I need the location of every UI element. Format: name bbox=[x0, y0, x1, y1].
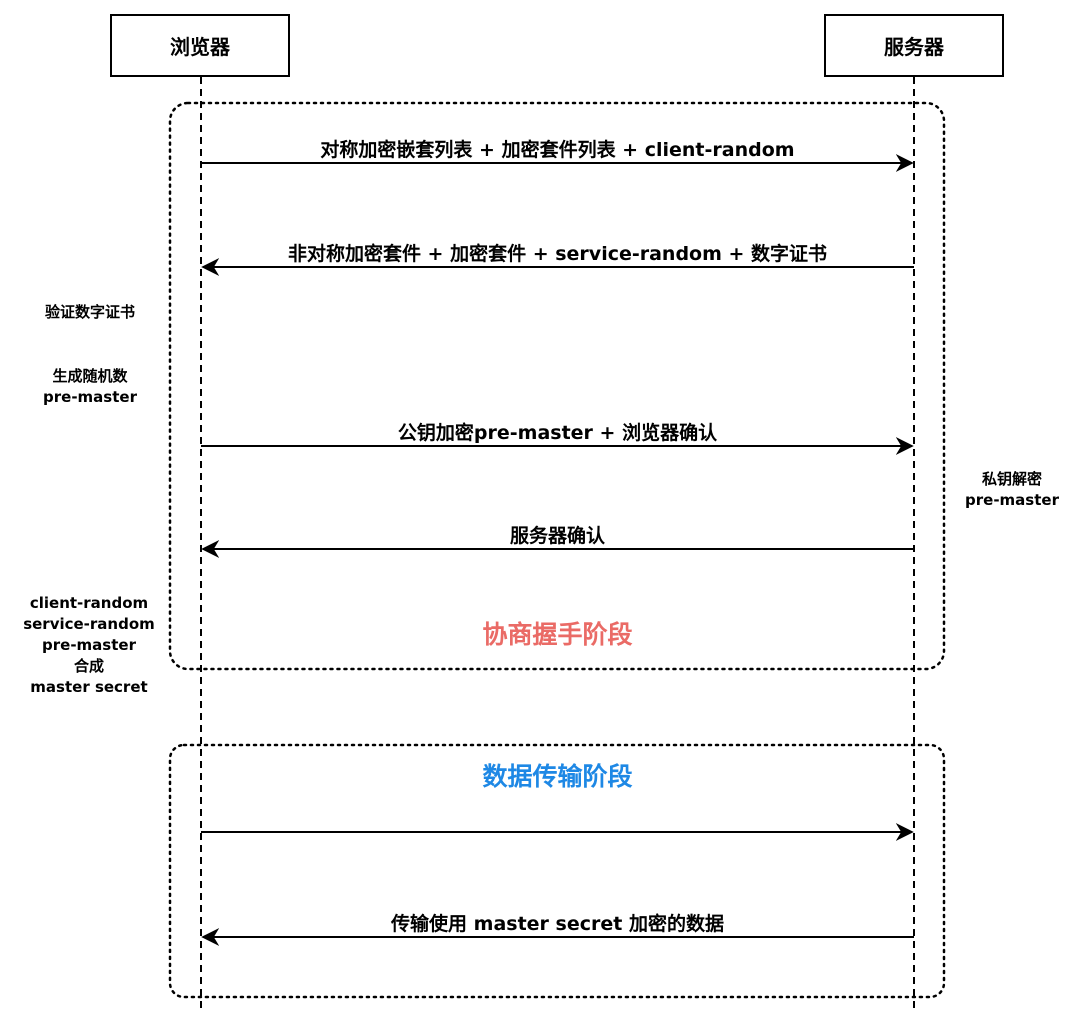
handshake-phase-title: 协商握手阶段 bbox=[482, 620, 633, 649]
data-phase-title: 数据传输阶段 bbox=[482, 762, 633, 791]
data-phase-frame bbox=[168, 743, 946, 999]
browser-participant-label: 浏览器 bbox=[170, 35, 230, 59]
message-label-1: 对称加密嵌套列表 + 加密套件列表 + client-random bbox=[320, 139, 795, 161]
message-label-2: 非对称加密套件 + 加密套件 + service-random + 数字证书 bbox=[287, 243, 828, 265]
note-compose-line-2: service-random bbox=[23, 615, 155, 633]
handshake-phase-frame bbox=[168, 101, 946, 671]
server-participant-label: 服务器 bbox=[884, 35, 944, 59]
browser-participant-box: 浏览器 bbox=[110, 14, 290, 77]
note-verify-certificate: 验证数字证书 bbox=[10, 302, 170, 323]
note-private-key-decrypt-line-2: pre-master bbox=[965, 491, 1059, 509]
message-label-6: 传输使用 master secret 加密的数据 bbox=[391, 913, 724, 935]
message-label-4: 服务器确认 bbox=[509, 525, 605, 547]
note-private-key-decrypt-line-1: 私钥解密 bbox=[981, 470, 1042, 488]
note-generate-random-line-2: pre-master bbox=[43, 388, 137, 406]
note-compose-line-3: pre-master bbox=[42, 636, 136, 654]
note-compose-line-1: client-random bbox=[29, 594, 149, 612]
note-compose-master-secret: client-random service-random pre-master … bbox=[4, 593, 174, 698]
note-compose-line-4: 合成 bbox=[73, 657, 104, 675]
note-verify-certificate-text: 验证数字证书 bbox=[44, 303, 135, 321]
note-generate-random: 生成随机数 pre-master bbox=[10, 366, 170, 408]
note-compose-line-5: master secret bbox=[30, 678, 148, 696]
server-participant-box: 服务器 bbox=[824, 14, 1004, 77]
note-private-key-decrypt: 私钥解密 pre-master bbox=[944, 469, 1080, 511]
message-label-3: 公钥加密pre-master + 浏览器确认 bbox=[397, 422, 718, 444]
note-generate-random-line-1: 生成随机数 bbox=[52, 367, 128, 385]
